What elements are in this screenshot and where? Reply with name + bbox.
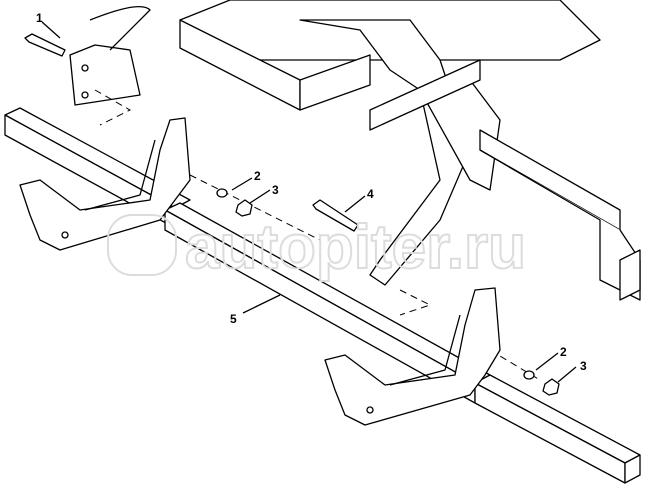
washer-nut-lower: [523, 370, 560, 396]
svg-text:autopiter.ru: autopiter.ru: [185, 213, 526, 282]
callout-1: 1: [36, 11, 43, 25]
callout-5: 5: [230, 312, 237, 326]
mounting-bracket-right: [324, 287, 501, 426]
watermark: autopiter.ru: [107, 212, 527, 283]
callout-3-lower: 3: [580, 359, 587, 373]
bolt-4: [312, 199, 359, 232]
vehicle-frame: [69, 0, 641, 301]
callout-4: 4: [367, 187, 374, 201]
mounting-bracket-left: [19, 117, 191, 251]
cross-tube: [4, 107, 641, 484]
leader-lines: [41, 21, 577, 383]
callout-2: 2: [254, 169, 261, 183]
callout-2-lower: 2: [560, 345, 567, 359]
bolt-1: [24, 33, 66, 57]
callout-3: 3: [272, 183, 279, 197]
washer-nut-upper: [216, 188, 253, 217]
